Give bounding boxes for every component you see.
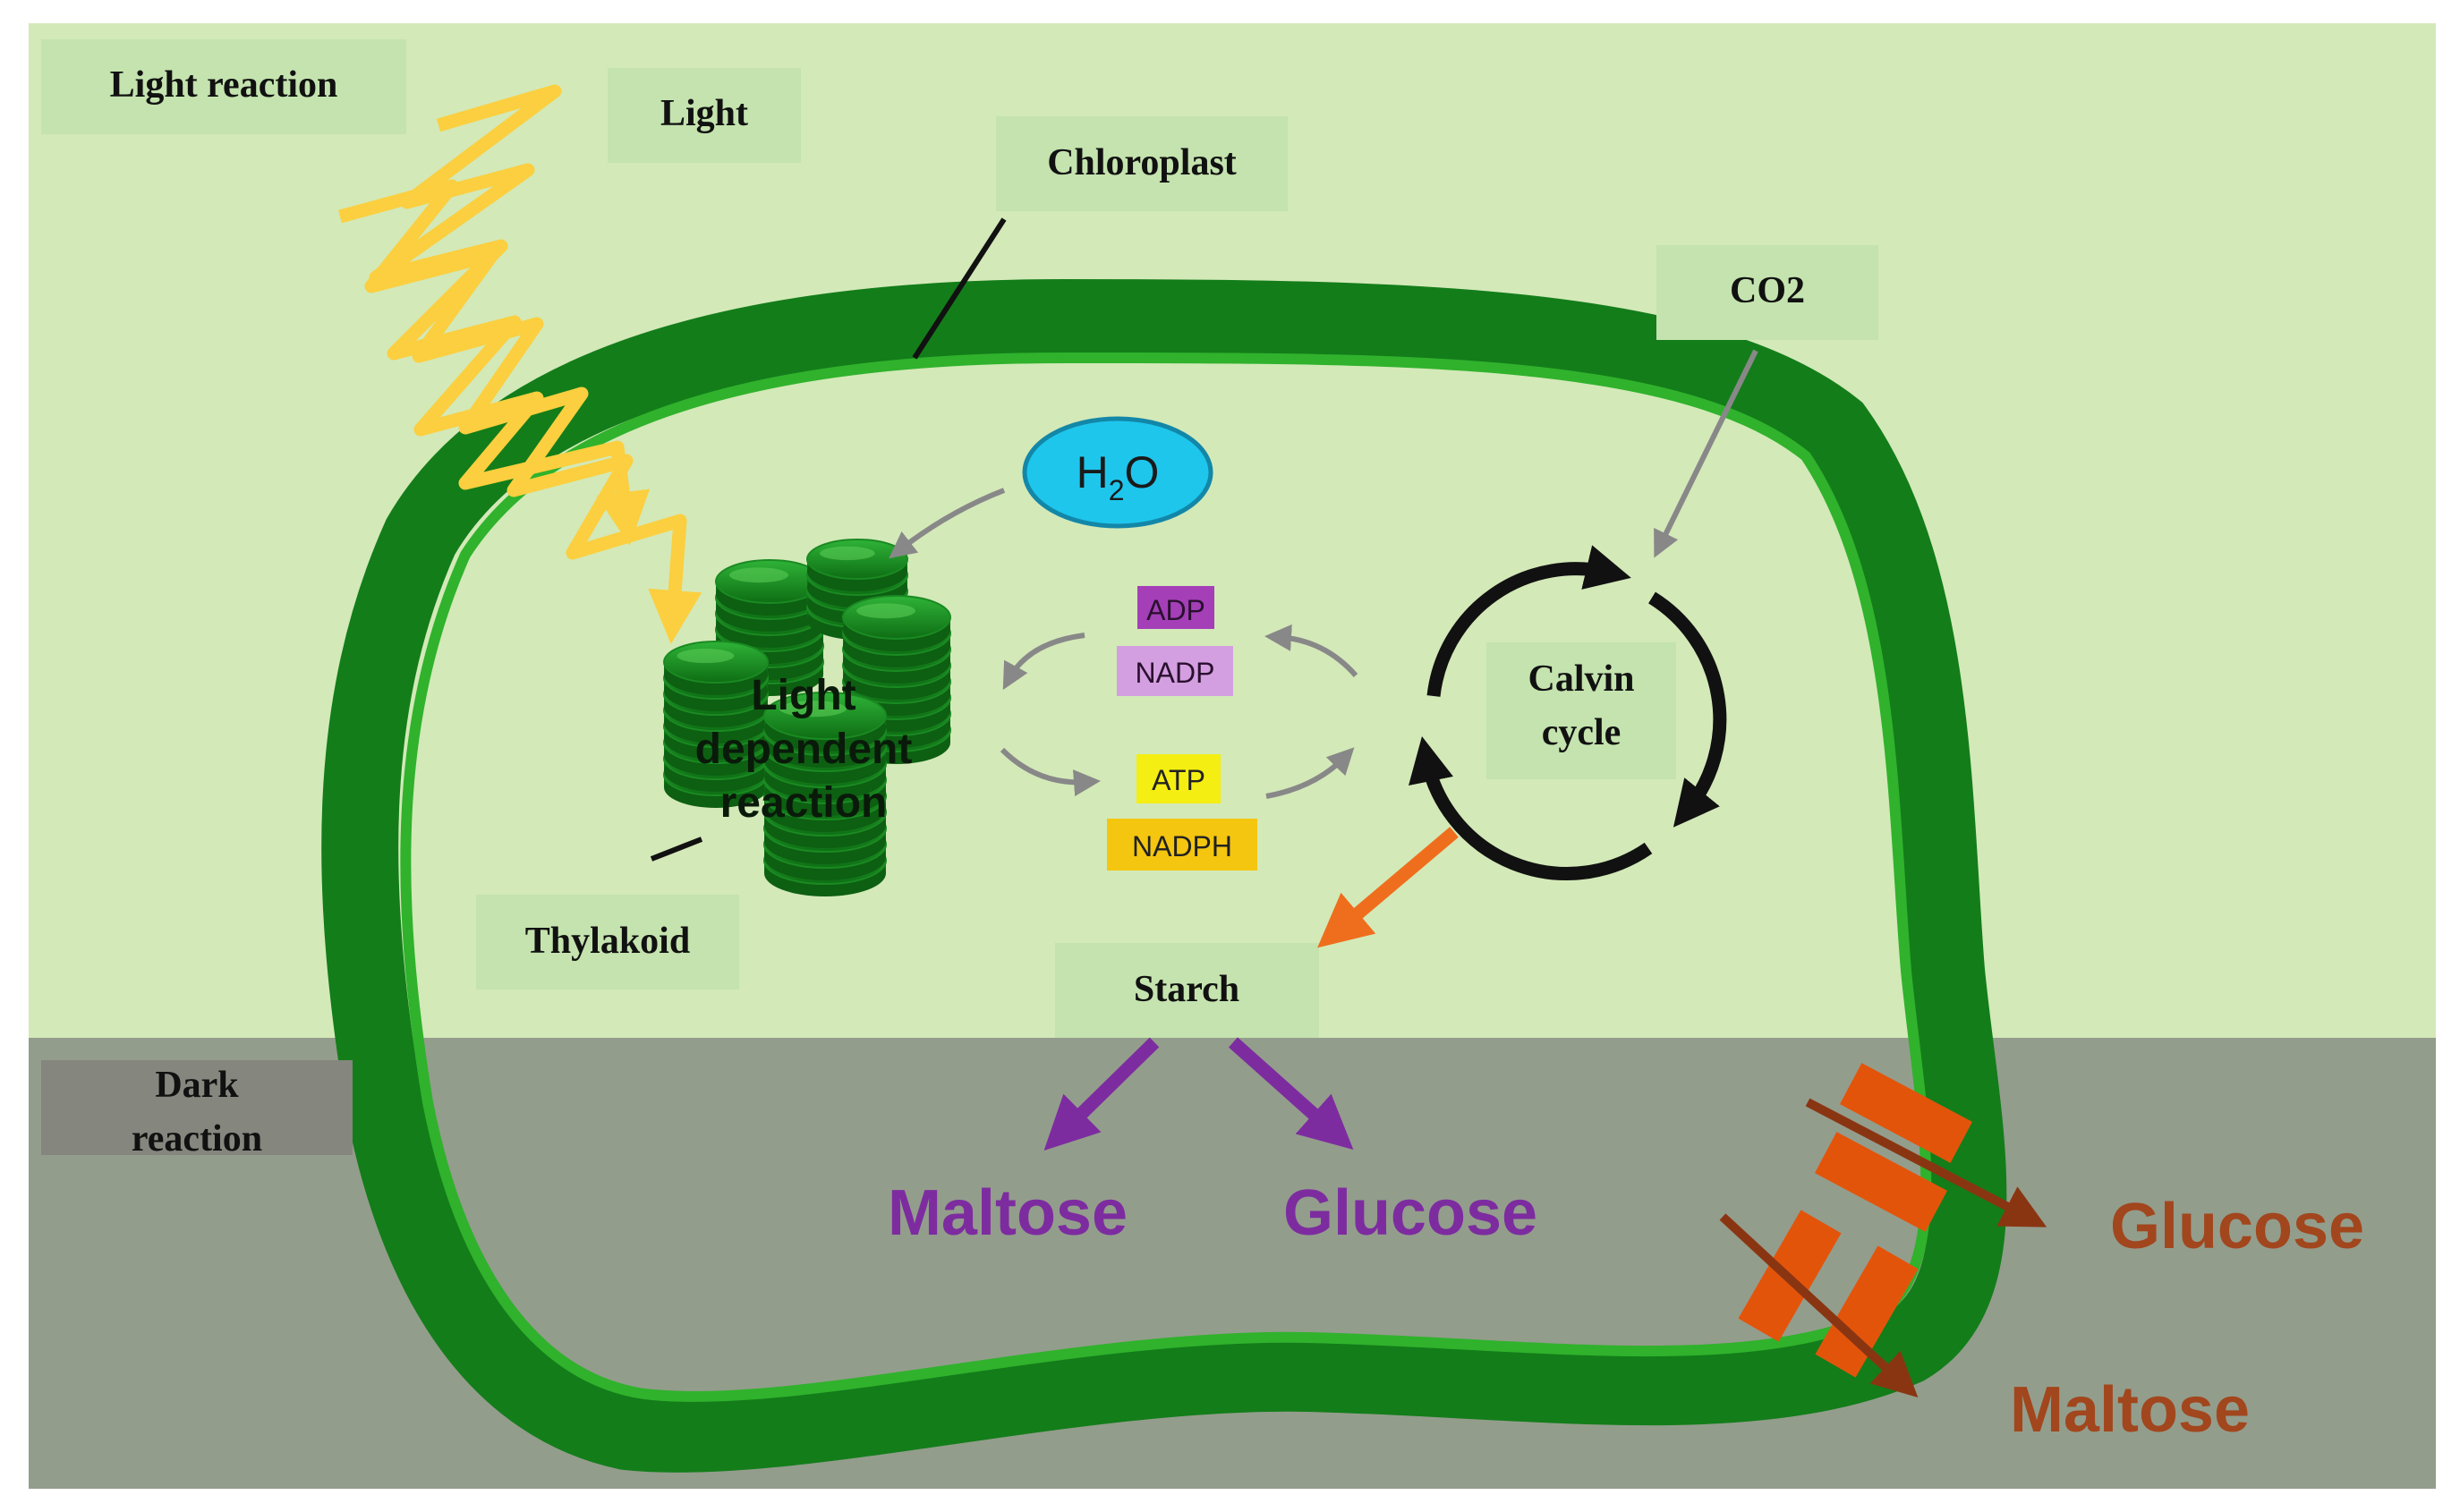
thylakoid-pointer: [650, 837, 703, 862]
thylakoid-stack: [842, 595, 951, 764]
light-dependent-label-line2: dependent: [695, 726, 913, 773]
gray-arrows: [889, 349, 1758, 799]
nadph-label: NADPH: [1132, 830, 1232, 862]
co2-label-box: [1656, 245, 1878, 340]
chloroplast-pointer: [912, 217, 1007, 360]
chloroplast-label: Chloroplast: [1047, 142, 1237, 183]
adp-return-arrow: [1002, 633, 1085, 691]
thylakoid-stack: [763, 692, 887, 896]
light-reaction-label-box: [41, 39, 406, 134]
calvin-to-adp-arrow: [1264, 624, 1358, 677]
adp-box: [1137, 586, 1214, 629]
light-reaction-label: Light reaction: [110, 64, 338, 106]
calvin-to-starch-arrow: [1317, 827, 1459, 948]
maltose-outside-label: Maltose: [2010, 1374, 2250, 1446]
calvin-label-line2: cycle: [1542, 712, 1622, 753]
h2o-molecule: H2O: [1022, 416, 1213, 529]
light-waves: [338, 84, 702, 644]
glucose-inside-label: Glucose: [1283, 1177, 1537, 1249]
thylakoid-label-box: [476, 895, 739, 990]
dark-reaction-label-line1: Dark: [155, 1065, 239, 1106]
co2-label: CO2: [1730, 270, 1805, 311]
h2o-to-thylakoid-arrow: [889, 488, 1006, 559]
atp-to-calvin-arrow: [1265, 747, 1355, 799]
dark-reaction-label-box: [41, 1060, 353, 1155]
maltose-export-arrow: [1719, 1213, 1919, 1397]
h2o-ellipse: [1022, 416, 1213, 529]
light-dependent-label-line3: reaction: [720, 779, 888, 827]
thylakoid-stacks: [663, 539, 951, 896]
chloroplast-membrane: [321, 278, 2007, 1473]
nadph-box: [1107, 819, 1257, 871]
adp-label: ADP: [1146, 594, 1205, 626]
glucose-export-arrow: [1805, 1098, 2047, 1227]
starch-to-glucose-arrow: [1229, 1037, 1354, 1150]
chloroplast-label-box: [996, 116, 1288, 211]
nadp-box: [1117, 646, 1233, 696]
starch-label-box: [1055, 943, 1319, 1038]
nadp-label: NADP: [1136, 657, 1215, 689]
calvin-label-line1: Calvin: [1528, 658, 1634, 700]
light-label-box: [608, 68, 801, 163]
dark-reaction-label-line2: reaction: [132, 1118, 262, 1159]
co2-arrow: [1654, 349, 1758, 558]
calvin-label-box: [1486, 642, 1676, 779]
maltose-inside-label: Maltose: [888, 1177, 1128, 1249]
glucose-outside-label: Glucose: [2110, 1191, 2364, 1262]
glucose-transporter: [1814, 1063, 1973, 1232]
light-label: Light: [660, 93, 748, 134]
atp-label: ATP: [1152, 764, 1205, 796]
thylakoid-stack: [663, 641, 769, 808]
atp-box: [1136, 754, 1221, 803]
starch-to-maltose-arrow: [1043, 1037, 1160, 1151]
thylakoid-to-atp-arrow: [1000, 747, 1101, 797]
starch-label: Starch: [1134, 969, 1239, 1010]
calvin-cycle-arrows: [1409, 545, 1727, 880]
thylakoid-label: Thylakoid: [525, 921, 690, 962]
h2o-label: H2O: [1077, 447, 1160, 506]
light-dependent-label-line1: Light: [751, 672, 855, 719]
